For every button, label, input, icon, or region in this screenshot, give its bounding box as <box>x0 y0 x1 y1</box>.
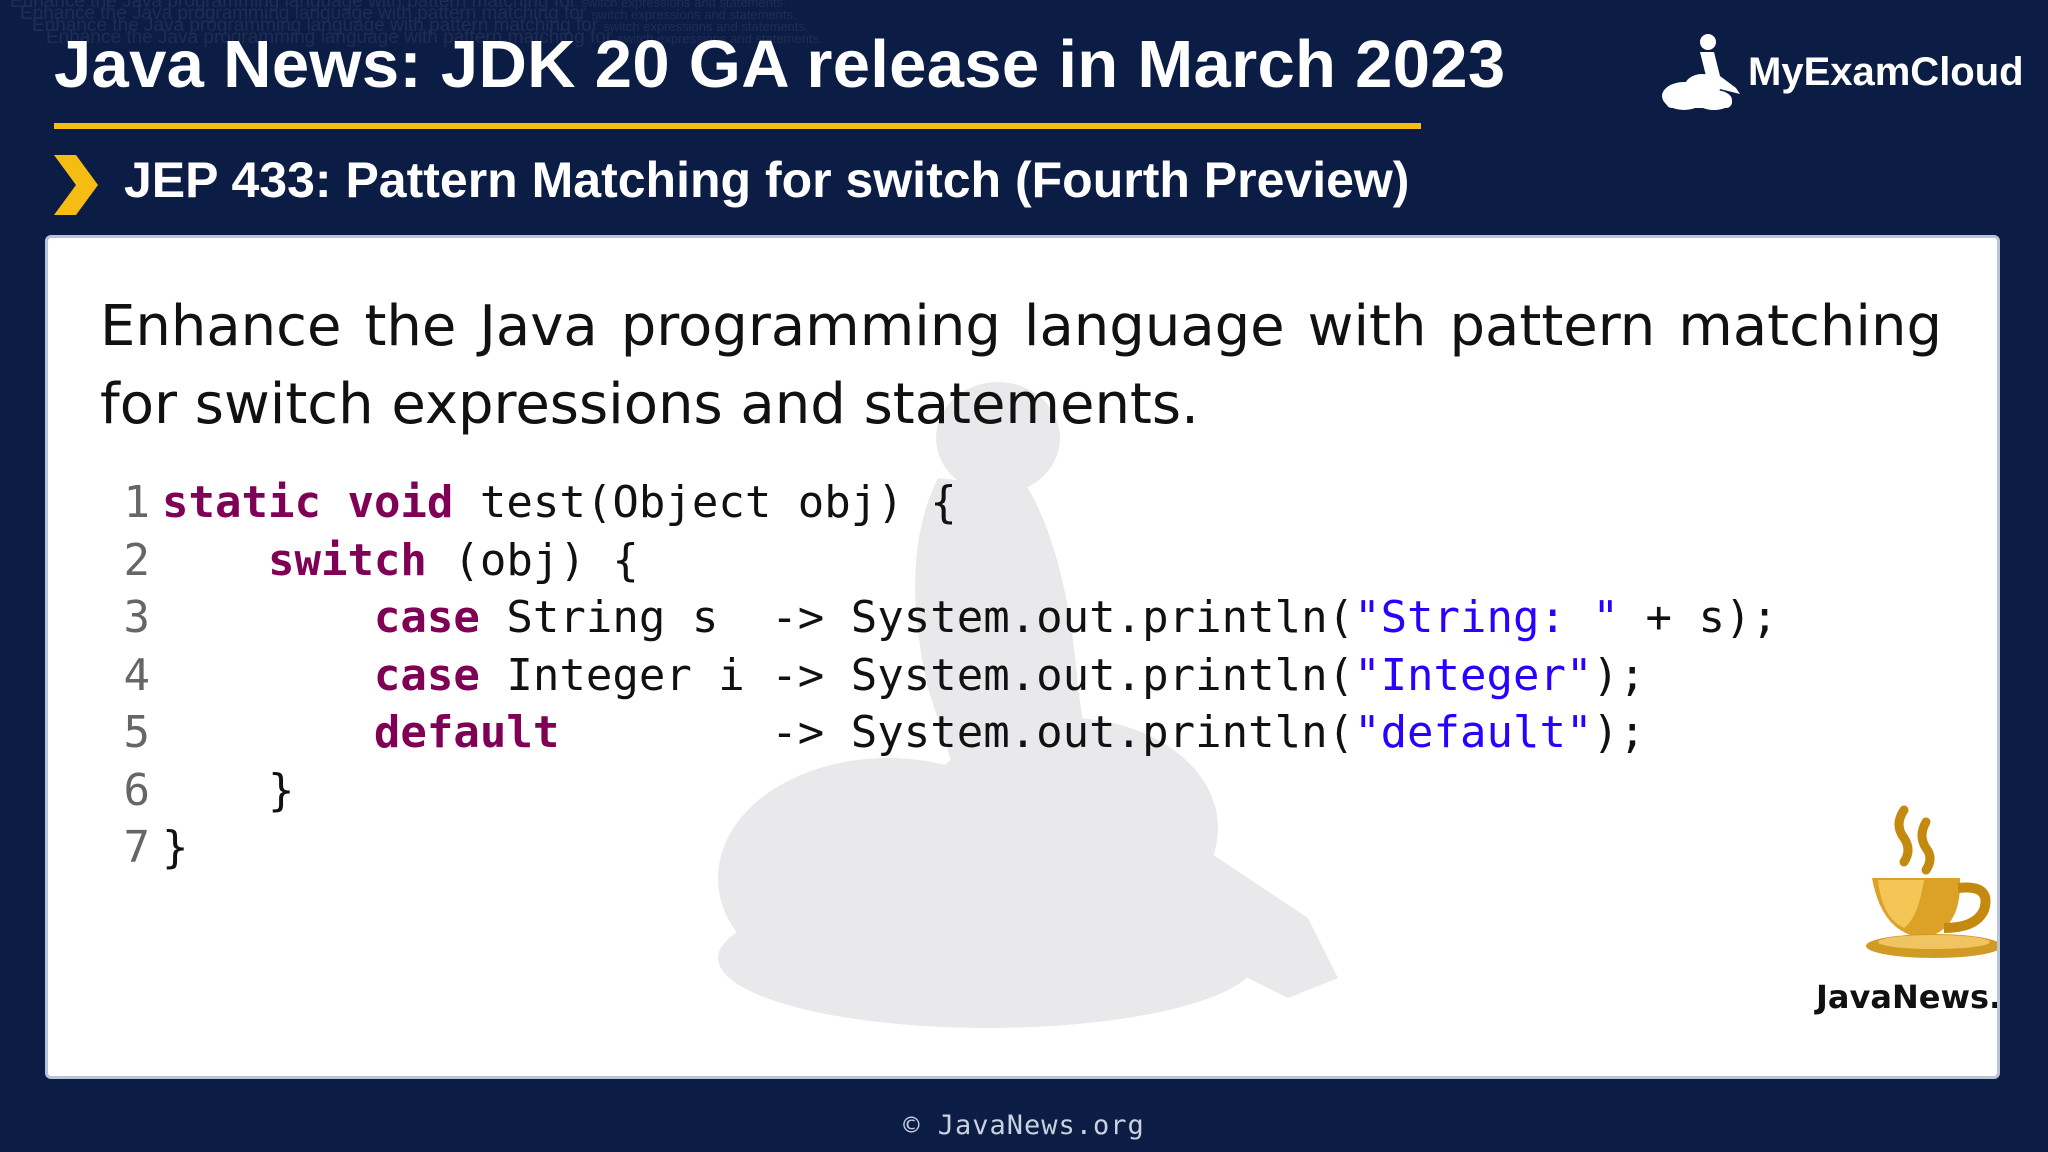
line-number: 1 <box>123 477 151 528</box>
footer-copyright: © JavaNews.org <box>903 1110 1145 1141</box>
ghost-text-line-small: switch expressions and statements. <box>581 0 787 10</box>
line-number: 7 <box>123 822 151 873</box>
code-text <box>162 650 374 701</box>
code-string: "String: " <box>1354 592 1619 643</box>
coffee-cup-icon <box>1866 805 1997 958</box>
code-text <box>321 477 348 528</box>
code-text: String s -> System.out.println( <box>479 592 1355 643</box>
code-text: test(Object obj) { <box>453 477 957 528</box>
code-text: } <box>162 764 295 816</box>
slide-title: Java News: JDK 20 GA release in March 20… <box>54 27 1506 102</box>
ghost-text-line-small: switch expressions and statements. <box>591 7 797 22</box>
code-text <box>162 535 268 586</box>
code-text <box>162 707 374 758</box>
code-text: (obj) { <box>426 534 639 586</box>
line-number: 6 <box>123 764 151 816</box>
code-text: -> System.out.println( <box>559 707 1355 758</box>
myexamcloud-logo: MyExamCloud <box>1656 30 2024 112</box>
code-text <box>162 592 374 643</box>
javanews-label: JavaNews.org <box>1816 978 2000 1016</box>
logo-text: MyExamCloud <box>1748 50 2024 94</box>
person-on-cloud-icon <box>1662 34 1740 110</box>
chevron-right-icon <box>52 153 100 222</box>
line-number: 4 <box>123 649 151 701</box>
code-text: ); <box>1592 649 1646 701</box>
line-number: 5 <box>123 707 151 758</box>
code-keyword: switch <box>267 534 427 586</box>
content-panel: Enhance the Java programming language wi… <box>45 235 2000 1079</box>
person-on-cloud-watermark-icon <box>718 382 1338 1028</box>
slide-subtitle: JEP 433: Pattern Matching for switch (Fo… <box>124 152 1410 208</box>
code-keyword: default <box>373 707 560 758</box>
description-text: Enhance the Java programming language wi… <box>100 294 1942 437</box>
code-text: } <box>162 822 189 873</box>
code-keyword: void <box>347 477 454 528</box>
code-string: "Integer" <box>1354 649 1593 701</box>
code-line: 6 } <box>98 762 1778 820</box>
code-line: 7} <box>98 819 1778 877</box>
line-number: 2 <box>123 534 151 586</box>
ghost-text-line: Enhance the Java programming language wi… <box>10 0 577 12</box>
ghost-text-line: Enhance the Java programming language wi… <box>20 3 587 24</box>
code-line: 3 case String s -> System.out.println("S… <box>98 589 1778 647</box>
code-line: 2 switch (obj) { <box>98 532 1778 590</box>
code-string: "default" <box>1354 707 1593 758</box>
code-text: + s); <box>1618 592 1778 643</box>
code-text: ); <box>1592 707 1646 758</box>
line-number: 3 <box>123 592 151 643</box>
code-line: 4 case Integer i -> System.out.println("… <box>98 647 1778 705</box>
code-keyword: static <box>162 477 321 528</box>
title-underline <box>54 123 1421 129</box>
code-text: Integer i -> System.out.println( <box>479 649 1355 701</box>
code-line: 5 default -> System.out.println("default… <box>98 704 1778 762</box>
code-keyword: case <box>373 592 480 643</box>
code-keyword: case <box>373 649 480 701</box>
